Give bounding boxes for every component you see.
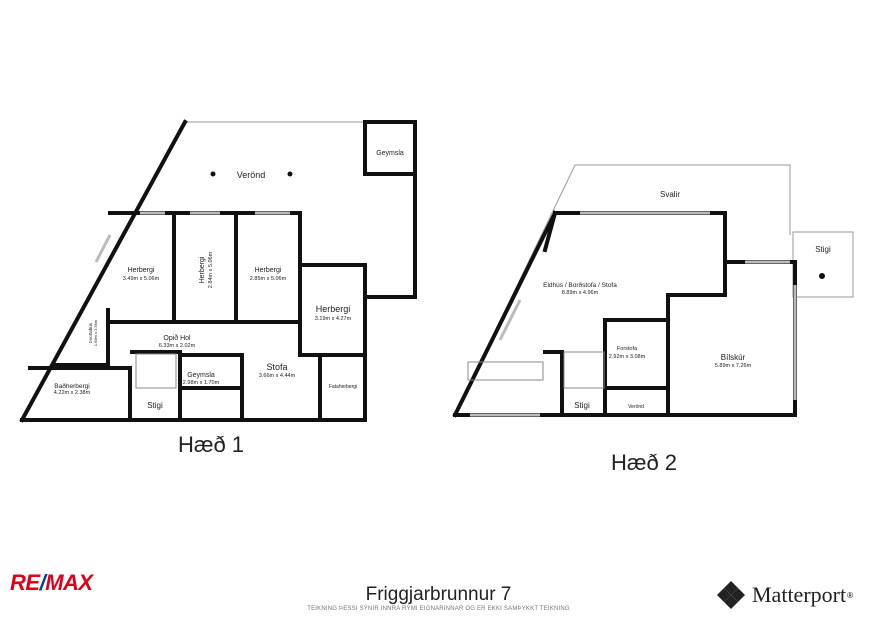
room-label: Opið Hol	[163, 334, 191, 342]
room-size: 2.84m x 5.06m	[208, 251, 214, 288]
disclaimer: TEIKNING ÞESSI SÝNIR INNRA RÝMI EIGNARIN…	[307, 606, 570, 612]
remax-logo: RE/MAX	[10, 570, 93, 595]
room-size: 5.89m x 7.26m	[715, 363, 752, 369]
room-size: 3.66m x 4.44m	[259, 373, 296, 379]
room-size: 2.85m x 5.06m	[250, 276, 287, 282]
room-label: Stigi	[815, 245, 831, 254]
room-size: 3.19m x 4.27m	[315, 316, 352, 322]
room-label: Herbergi	[128, 267, 155, 274]
room-label: Baðherbergi	[54, 382, 89, 390]
floor-2-title: Hæð 2	[611, 450, 678, 475]
room-label: Bílskúr	[721, 353, 746, 362]
matterport-logo: Matterport®	[716, 580, 853, 610]
room-label: Geymsla	[187, 372, 215, 379]
floor-1-title: Hæð 1	[178, 432, 245, 457]
trademark-symbol: ®	[847, 590, 853, 600]
floor-1-plan: Verönd Geymsla Herbergi 3.49m x 5.06m He…	[19, 119, 417, 423]
room-label: Fataherbergi	[329, 384, 357, 390]
room-label: Herbergi	[255, 267, 282, 274]
room-label: Herbergi	[316, 304, 351, 314]
room-size: 6.33m x 2.02m	[159, 343, 196, 349]
room-size: 3.49m x 5.06m	[123, 276, 160, 282]
room-label: Stigi	[147, 401, 163, 410]
room-size: 1.68m x 2.56m	[93, 319, 98, 346]
room-label: Svalir	[660, 190, 680, 199]
address: Friggjarbrunnur 7	[365, 584, 512, 605]
room-label: Herbergi	[199, 256, 206, 283]
room-label: Stigi	[574, 401, 590, 410]
room-label: Eldhús / Borðstofa / Stofa	[543, 281, 617, 289]
room-label: Þvottahús	[88, 322, 93, 343]
matterport-icon	[717, 581, 745, 609]
floor-2-plan: Svalir Stigi Eldhús / Borðstofa / Stofa …	[452, 164, 854, 418]
matterport-wordmark: Matterport	[752, 582, 847, 607]
room-label: Verönd	[237, 170, 266, 180]
room-label: Forstofa	[617, 346, 638, 352]
room-size: 4.22m x 2.38m	[54, 390, 91, 396]
room-label: Stofa	[266, 362, 287, 372]
room-size: 8.89m x 4.96m	[562, 290, 599, 296]
room-label: Verönd	[628, 404, 644, 410]
room-size: 2.98m x 1.70m	[183, 380, 220, 386]
room-size: 2.92m x 3.08m	[609, 354, 646, 360]
room-label: Geymsla	[376, 150, 404, 157]
